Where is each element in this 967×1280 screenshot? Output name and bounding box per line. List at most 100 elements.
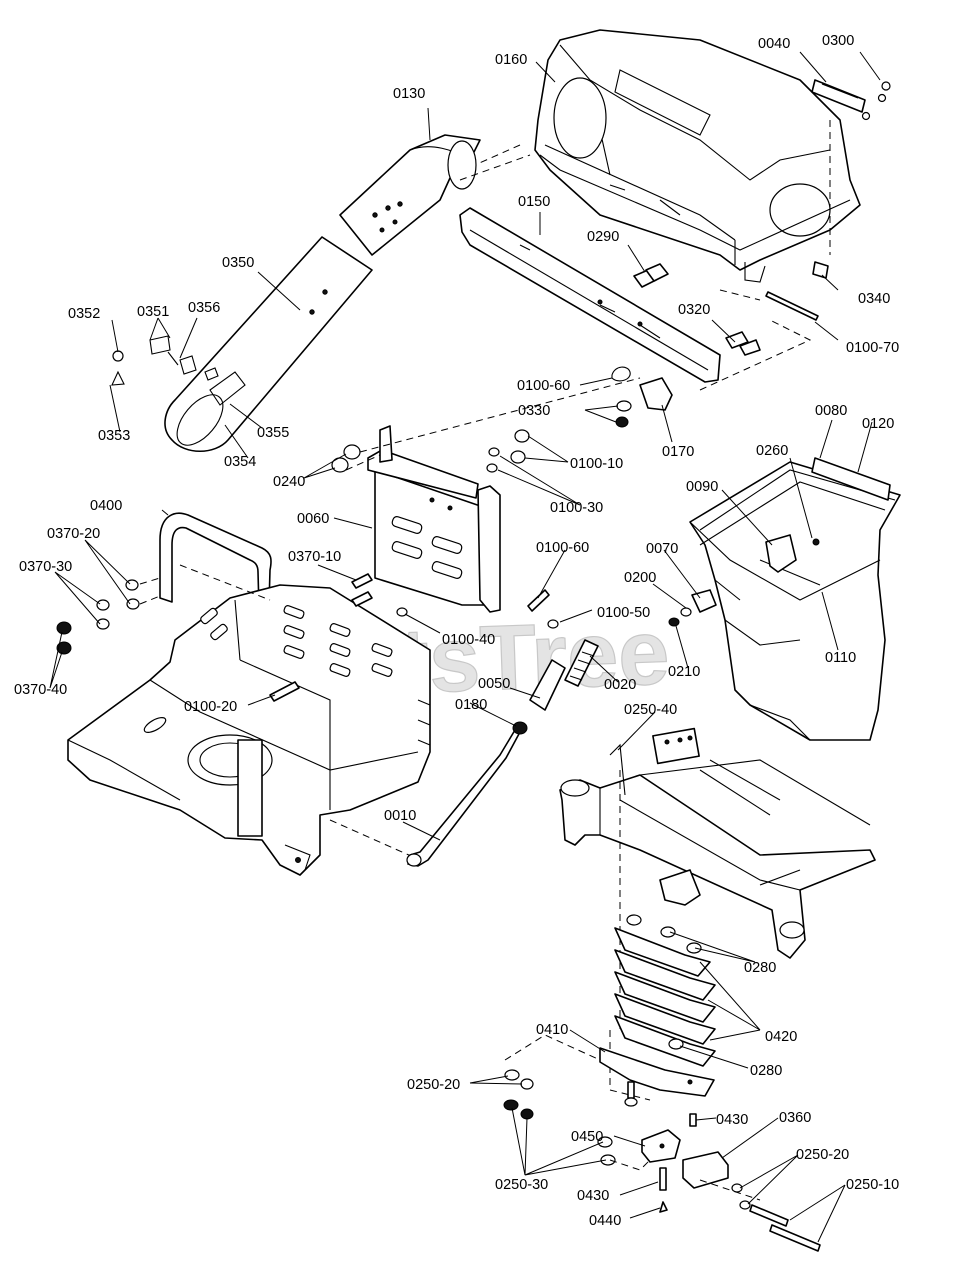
part-labels: 0160 0040 0300 0130 0150 0290 0340 0350 … [14,33,899,1229]
label-0320: 0320 [678,302,710,318]
label-0100-70: 0100-70 [846,340,899,356]
label-0370-20: 0370-20 [47,526,100,542]
washer-0100-50 [547,619,559,629]
clip-pin-0100-60-upper [611,366,631,382]
label-0100-10: 0100-10 [570,456,623,472]
tractor-frame [559,727,876,959]
label-0350: 0350 [222,255,254,271]
label-0120: 0120 [862,416,894,432]
label-0160: 0160 [495,52,527,68]
bolt-0260 [812,538,820,546]
label-0370-30: 0370-30 [19,559,72,575]
bracket-0090 [765,534,797,573]
plate-0410 [599,1047,715,1097]
mount-plate-0060 [367,425,501,613]
bracket-0170 [639,377,673,411]
bolts-0320 [725,331,761,356]
label-0240: 0240 [273,474,305,490]
label-0351: 0351 [137,304,169,320]
label-0430-lower: 0430 [577,1188,609,1204]
frame-channel-0150 [459,207,721,383]
latch-0340 [812,261,829,279]
label-0280-lower: 0280 [750,1063,782,1079]
label-0430-upper: 0430 [716,1112,748,1128]
label-0060: 0060 [297,511,329,527]
spring-0020 [564,639,599,687]
label-0080: 0080 [815,403,847,419]
label-0360: 0360 [779,1110,811,1126]
label-0100-30: 0100-30 [550,500,603,516]
label-0410: 0410 [536,1022,568,1038]
label-0450: 0450 [571,1129,603,1145]
bag-0110 [689,461,901,741]
block-0360 [682,1151,729,1189]
leader-lines [49,51,881,1243]
label-0130: 0130 [393,86,425,102]
bracket-0450 [641,1129,681,1163]
lid-handle-0040 [811,79,891,121]
label-0400: 0400 [90,498,122,514]
hopper-lid-0160 [534,29,861,283]
label-0250-20-right: 0250-20 [796,1147,849,1163]
bolt-0100-20 [269,681,300,702]
label-0100-20: 0100-20 [184,699,237,715]
tube-0350 [164,236,373,452]
nuts-0250-30 [503,1099,616,1166]
bracket-0070 [691,589,717,613]
washers-0370 [56,579,140,655]
washers-0250-20-right [731,1183,751,1210]
label-0340: 0340 [858,291,890,307]
label-0354: 0354 [224,454,256,470]
label-0356: 0356 [188,300,220,316]
label-0150: 0150 [518,194,550,210]
label-0110: 0110 [825,650,856,666]
bolts-0430 [624,1081,697,1127]
label-0250-20-left: 0250-20 [407,1077,460,1093]
bolts-0370-10 [351,573,373,607]
label-0420: 0420 [765,1029,797,1045]
label-0290: 0290 [587,229,619,245]
washers-0250-20-left [504,1069,534,1090]
bolts-0250-10 [749,1204,821,1252]
label-0020: 0020 [604,677,636,693]
label-0300: 0300 [822,33,854,49]
rod-0100-70 [765,291,819,321]
label-0100-60-lower: 0100-60 [536,540,589,556]
label-0180: 0180 [455,697,487,713]
label-0352: 0352 [68,306,100,322]
label-0250-30: 0250-30 [495,1177,548,1193]
label-0210: 0210 [668,664,700,680]
nut-0180 [512,721,528,735]
bolt-0440 [659,1201,668,1213]
washers-0100-10 [486,429,530,473]
label-0090: 0090 [686,479,718,495]
washer-0200 [680,607,692,617]
label-0250-40: 0250-40 [624,702,677,718]
label-0260: 0260 [756,443,788,459]
bolt-0430-lower [659,1167,667,1191]
nut-0210 [668,617,680,627]
chute-0130 [339,134,481,256]
rod-0010 [406,729,521,867]
bag-frame-rod-0120 [811,457,891,501]
washer-0100-40 [396,607,408,617]
label-0100-40: 0100-40 [442,632,495,648]
washers-0240 [331,444,361,473]
label-0010: 0010 [384,808,416,824]
bolts-0290 [633,263,669,288]
label-0200: 0200 [624,570,656,586]
washers-0280 [626,914,702,1050]
label-0100-50: 0100-50 [597,605,650,621]
label-0370-10: 0370-10 [288,549,341,565]
label-0100-60-upper: 0100-60 [517,378,570,394]
label-0040: 0040 [758,36,790,52]
nuts-0330 [615,400,632,428]
label-0440: 0440 [589,1213,621,1229]
label-0250-10: 0250-10 [846,1177,899,1193]
label-0280-upper: 0280 [744,960,776,976]
label-0353: 0353 [98,428,130,444]
label-0330: 0330 [518,403,550,419]
label-0170: 0170 [662,444,694,460]
hardware-0351-0356 [111,335,219,386]
